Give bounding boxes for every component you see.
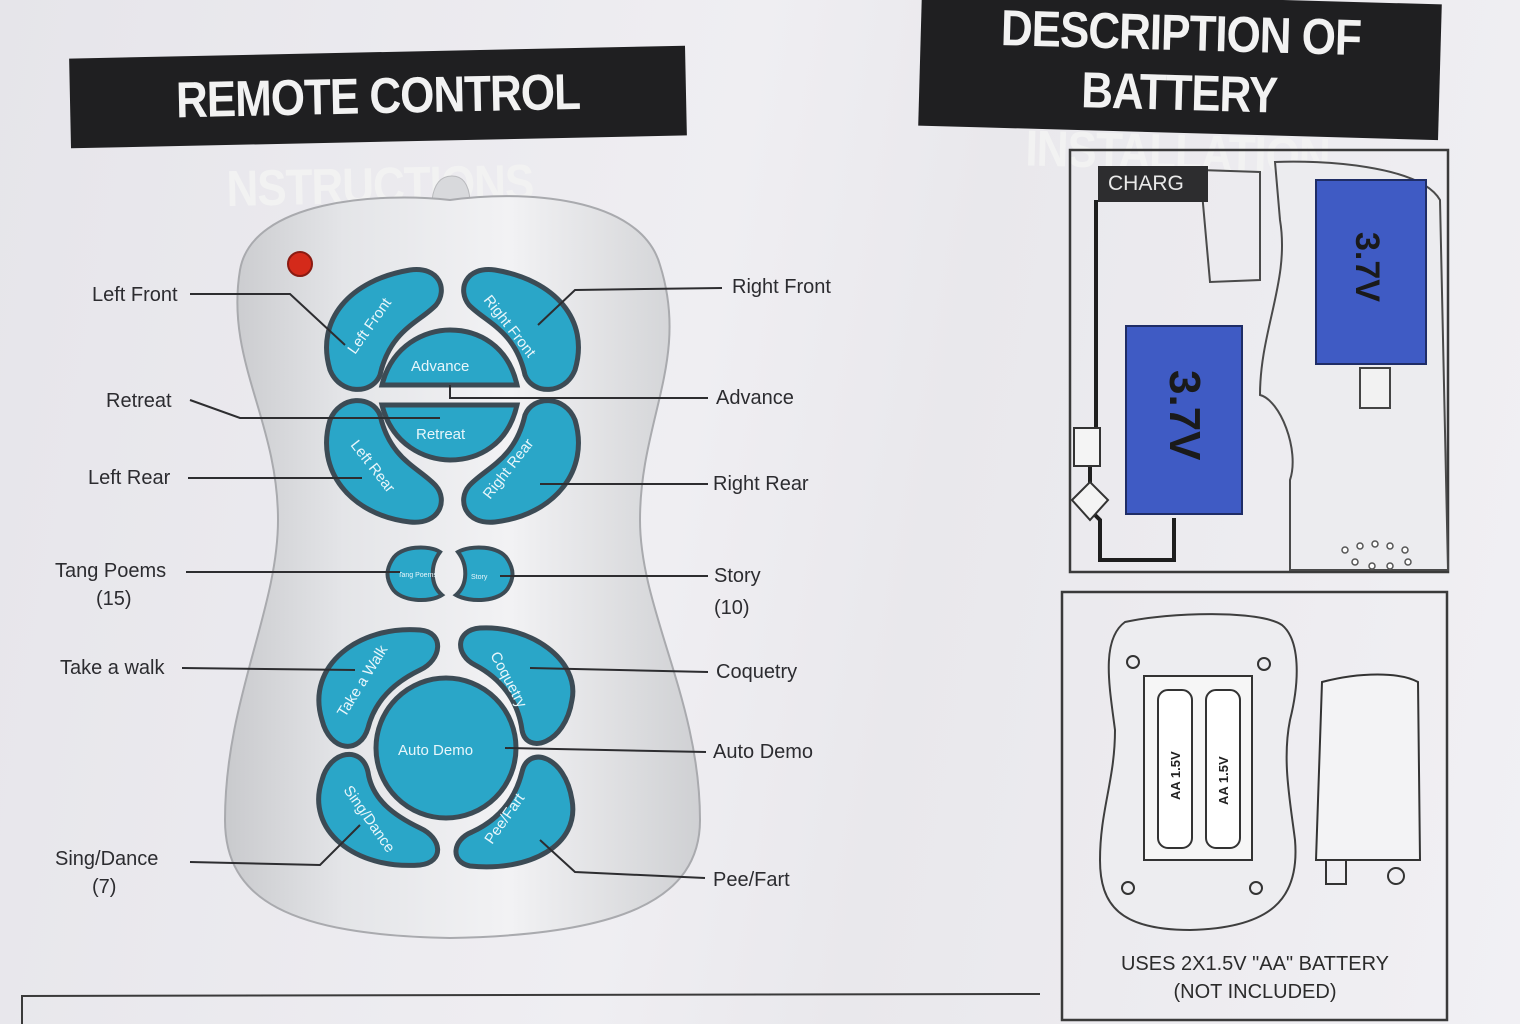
- callout-story-count: (10): [714, 597, 750, 619]
- tang-poems-button[interactable]: [385, 545, 446, 602]
- battery-caption: USES 2X1.5V "AA" BATTERY (NOT INCLUDED): [1060, 950, 1450, 1006]
- pee-fart-button[interactable]: [453, 754, 576, 870]
- take-a-walk-leader: [181, 667, 356, 671]
- robot-leg-outline: [1198, 168, 1261, 284]
- left-rear-button[interactable]: [324, 398, 444, 525]
- callout-left-front: Left Front: [92, 284, 178, 306]
- advance-leader: [449, 385, 708, 399]
- story-button-label: Story: [471, 574, 488, 581]
- battery-caption-line2: (NOT INCLUDED): [1173, 981, 1337, 1003]
- left-front-button[interactable]: [324, 267, 444, 392]
- remote-body: [223, 195, 702, 940]
- callout-sing-dance-count: (7): [92, 876, 117, 898]
- callout-pee-fart: Pee/Fart: [713, 869, 790, 891]
- retreat-button-label: Retreat: [416, 426, 466, 443]
- callout-tang-poems-count: (15): [96, 588, 132, 610]
- callout-advance: Advance: [716, 387, 794, 409]
- battery-pack-small-label: 3.7V: [1348, 232, 1386, 302]
- charge-plug: [1073, 427, 1101, 467]
- story-button[interactable]: [452, 545, 515, 602]
- bottom-section-border: [21, 993, 1041, 1024]
- aa-battery-1: [1157, 689, 1193, 849]
- battery-pack-small: [1315, 179, 1427, 365]
- callout-right-front: Right Front: [732, 276, 831, 298]
- right-front-leader: [537, 287, 723, 326]
- battery-cover: [1314, 673, 1422, 861]
- led-indicator: [287, 251, 313, 277]
- aa-battery-1-label: AA 1.5V: [1168, 751, 1183, 800]
- callout-take-a-walk: Take a walk: [60, 657, 165, 679]
- aa-battery-2-label: AA 1.5V: [1216, 756, 1231, 805]
- callout-tang-poems: Tang Poems: [55, 560, 167, 582]
- aa-battery-2: [1205, 689, 1241, 849]
- callout-sing-dance: Sing/Dance: [55, 848, 159, 870]
- callout-right-rear: Right Rear: [713, 473, 809, 495]
- charge-battery-diagram: 3.7V 3.7V: [1068, 148, 1450, 574]
- auto-demo-button-label: Auto Demo: [398, 742, 473, 759]
- sing-dance-leader: [189, 824, 361, 867]
- coquetry-leader: [529, 667, 709, 673]
- coquetry-button[interactable]: [458, 625, 576, 746]
- right-rear-button[interactable]: [461, 398, 581, 525]
- bottom-battery-frame: [1060, 590, 1449, 1022]
- tang-poems-button-label: Tang Poems: [398, 572, 437, 579]
- charge-label: CHARG: [1108, 172, 1184, 195]
- advance-button[interactable]: [378, 327, 521, 388]
- left-front-leader: [190, 293, 346, 346]
- callout-left-rear: Left Rear: [88, 467, 171, 489]
- callout-story: Story: [714, 565, 761, 587]
- take-a-walk-button[interactable]: [316, 627, 441, 749]
- remote-antenna: [431, 175, 471, 201]
- aa-battery-diagram: AA 1.5V AA 1.5V: [1060, 590, 1449, 1022]
- callout-coquetry: Coquetry: [716, 661, 798, 683]
- callout-auto-demo: Auto Demo: [713, 741, 814, 763]
- speaker-grille: [1341, 540, 1412, 570]
- pee-fart-leader: [539, 839, 706, 879]
- callout-retreat: Retreat: [106, 390, 172, 412]
- top-battery-frame: [1068, 148, 1450, 574]
- charg-tag: [1098, 166, 1208, 202]
- battery-pack-large-label: 3.7V: [1160, 370, 1209, 461]
- retreat-leader: [189, 399, 440, 419]
- charge-connector: [1070, 480, 1110, 522]
- auto-demo-leader: [504, 747, 707, 753]
- advance-button-label: Advance: [411, 358, 469, 375]
- battery-pack-large: [1125, 325, 1243, 515]
- right-front-button[interactable]: [461, 267, 581, 392]
- battery-caption-line1: USES 2X1.5V "AA" BATTERY: [1120, 953, 1389, 975]
- battery-tab: [1359, 367, 1391, 409]
